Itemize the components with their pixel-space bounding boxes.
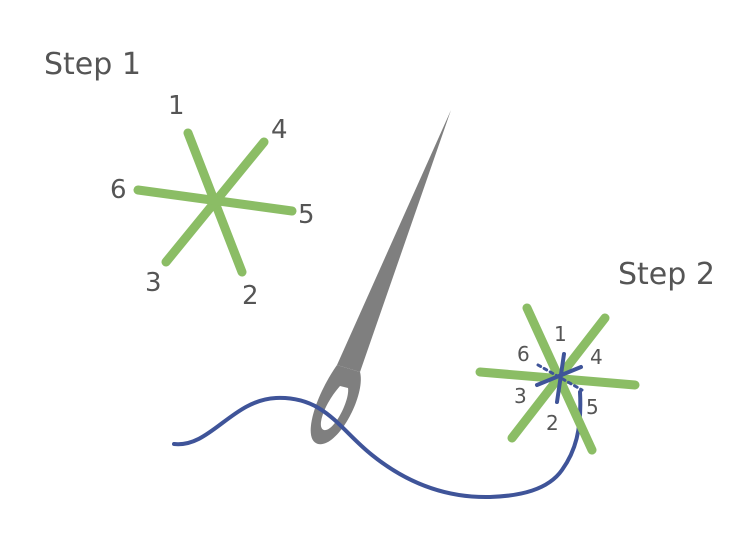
step2-blue-stitch-1-2	[555, 352, 566, 404]
step1-number-6: 6	[110, 175, 127, 205]
step2-number-6: 6	[517, 342, 530, 366]
step2-number-4: 4	[590, 345, 603, 369]
step1-number-2: 2	[242, 281, 259, 311]
step2-number-5: 5	[586, 395, 599, 419]
step1-stitch-5-6	[133, 185, 297, 216]
step2-blue-stitches	[535, 352, 584, 404]
step2-title: Step 2	[618, 257, 715, 292]
needle	[310, 110, 451, 445]
step1-star	[133, 128, 297, 277]
step2-blue-stitch-5-6	[536, 363, 584, 392]
step1-number-3: 3	[145, 268, 162, 298]
needle-eye-hole	[320, 386, 349, 431]
thread	[172, 390, 583, 500]
step1-number-5: 5	[298, 200, 315, 230]
step2-number-3: 3	[514, 384, 527, 408]
step1-number-1: 1	[168, 91, 185, 121]
step2-number-2: 2	[546, 411, 559, 435]
step1-number-4: 4	[271, 115, 288, 145]
step1-title: Step 1	[44, 47, 141, 82]
needle-shaft	[337, 110, 451, 372]
step2-number-1: 1	[554, 322, 567, 346]
